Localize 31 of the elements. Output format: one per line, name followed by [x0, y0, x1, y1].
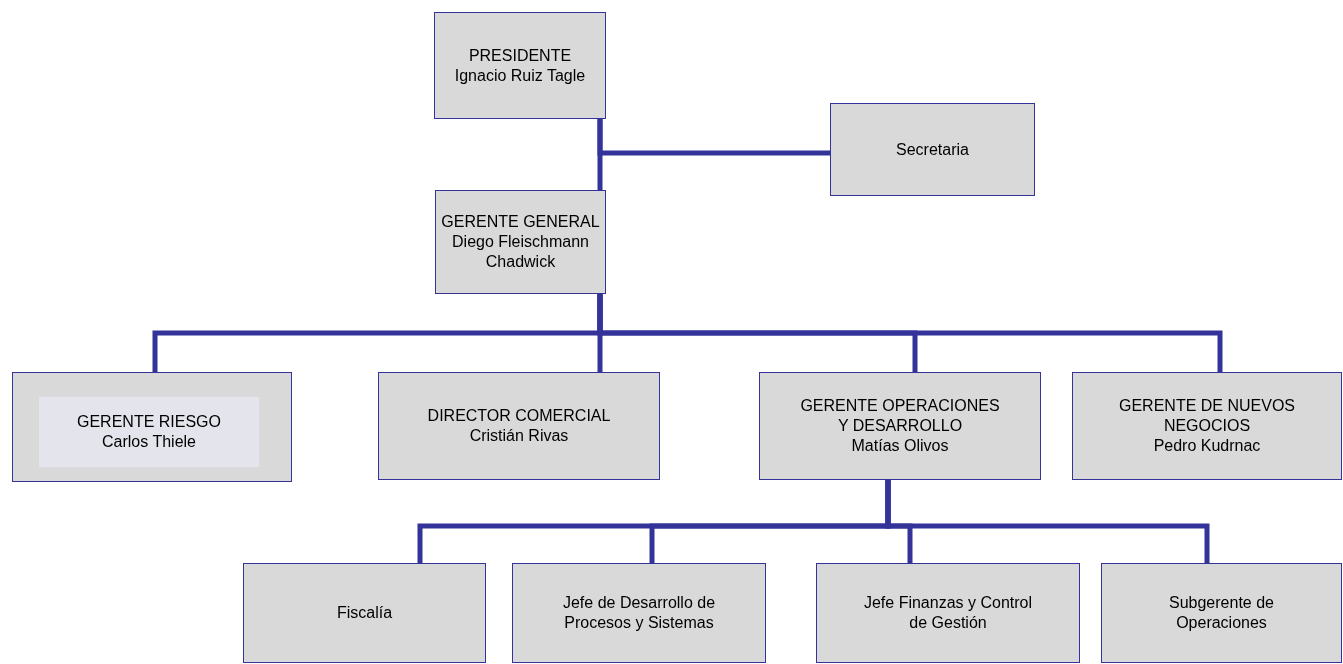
node-title: Secretaria — [896, 139, 969, 160]
org-box — [1101, 563, 1342, 663]
org-box — [512, 563, 766, 663]
connector-line — [597, 119, 603, 190]
node-title: Jefe de Desarrollo de Procesos y Sistemas — [561, 593, 717, 633]
connector-line — [885, 480, 1210, 563]
org-box — [378, 372, 660, 480]
node-title: Subgerente de Operaciones — [1168, 593, 1275, 633]
node-title: GERENTE RIESGO — [77, 412, 221, 432]
org-box — [816, 563, 1080, 663]
org-box — [1072, 372, 1342, 480]
node-title: PRESIDENTE — [468, 45, 572, 66]
connector-line — [597, 294, 1223, 372]
org-box — [12, 372, 292, 482]
node-title: GERENTE OPERACIONES Y DESARROLLO — [800, 396, 1000, 436]
org-box — [434, 12, 606, 119]
node-subtitle: Matías Olivos — [851, 436, 949, 456]
node-title: GERENTE DE NUEVOS NEGOCIOS — [1118, 396, 1296, 436]
node-title: Fiscalía — [336, 603, 393, 623]
org-box — [243, 563, 486, 663]
org-box — [759, 372, 1041, 480]
node-title: DIRECTOR COMERCIAL — [427, 406, 611, 426]
node-subtitle: Diego Fleischmann Chadwick — [451, 232, 590, 272]
node-subtitle: Carlos Thiele — [102, 432, 196, 452]
org-box — [435, 190, 606, 294]
node-subtitle: Ignacio Ruiz Tagle — [454, 65, 586, 86]
node-subtitle: Cristián Rivas — [469, 426, 569, 446]
node-title: GERENTE GENERAL — [441, 212, 600, 232]
org-box — [830, 103, 1035, 196]
node-title: Jefe Finanzas y Control de Gestión — [863, 593, 1033, 633]
node-subtitle: Pedro Kudrnac — [1153, 436, 1261, 456]
